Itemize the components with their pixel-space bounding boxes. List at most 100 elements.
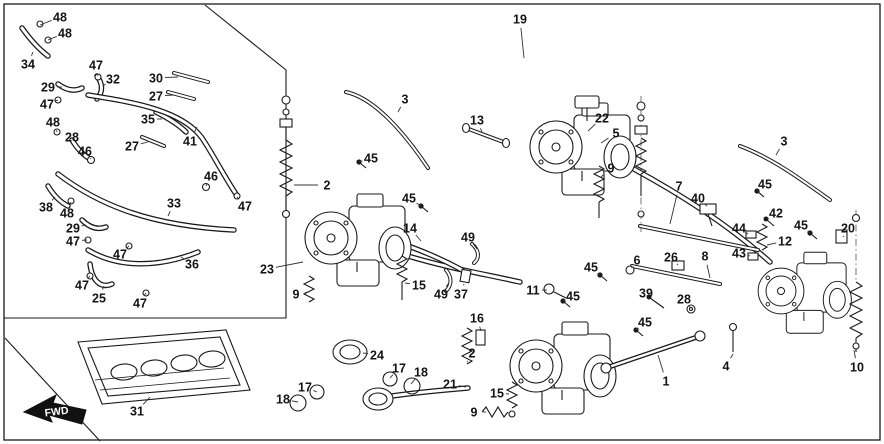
part-20-bracket — [835, 229, 848, 244]
callout-label: 45 — [758, 178, 772, 192]
callout-label: 5 — [613, 127, 620, 141]
callout-17: 17 — [389, 362, 406, 379]
fuel-rail-left — [344, 90, 430, 170]
callout-30: 30 — [149, 72, 179, 86]
callout-24: 24 — [362, 349, 384, 363]
callout-48: 48 — [47, 27, 72, 41]
callout-label: 34 — [21, 58, 35, 72]
callout-33: 33 — [167, 197, 181, 217]
callout-label: 35 — [141, 113, 155, 127]
callout-label: 17 — [298, 381, 312, 395]
callout-leader — [389, 374, 394, 379]
hose-33 — [55, 171, 237, 233]
callout-leader — [746, 232, 749, 235]
callout-leader — [51, 196, 56, 201]
callout-9: 9 — [600, 162, 615, 178]
part-26-bracket — [671, 260, 685, 271]
clamp-18a — [403, 377, 421, 395]
callout-label: 45 — [566, 290, 580, 304]
callout-leader — [102, 83, 106, 87]
callout-leader — [87, 275, 91, 279]
callout-40: 40 — [691, 192, 708, 207]
callout-label: 45 — [402, 192, 416, 206]
callout-1: 1 — [657, 354, 670, 389]
spring-9-left — [302, 275, 316, 303]
callout-11: 11 — [526, 284, 547, 298]
callout-45: 45 — [584, 261, 601, 276]
callout-leader — [587, 123, 596, 132]
callout-leader — [69, 201, 72, 205]
callout-label: 47 — [238, 200, 252, 214]
callout-49: 49 — [434, 283, 449, 302]
part-49-top — [470, 242, 480, 265]
callout-10: 10 — [850, 349, 864, 375]
callout-47: 47 — [236, 196, 252, 214]
callout-45: 45 — [402, 192, 422, 207]
callout-22: 22 — [587, 112, 609, 132]
callout-label: 27 — [125, 140, 139, 154]
spring-stack-641 — [634, 101, 648, 218]
callout-49: 49 — [461, 231, 478, 250]
callout-label: 9 — [293, 288, 300, 302]
callout-label: 48 — [58, 27, 72, 41]
callout-leader — [304, 291, 310, 294]
callout-leader — [730, 353, 734, 359]
needle-15-left — [395, 255, 409, 300]
callout-label: 2 — [324, 179, 331, 193]
callout-leader — [562, 299, 566, 302]
callout-label: 40 — [691, 192, 705, 206]
callout-27: 27 — [149, 90, 175, 104]
hose-27a — [166, 90, 196, 101]
hose-29a — [55, 81, 85, 93]
callout-37: 37 — [454, 283, 468, 302]
spring-stack-left — [278, 95, 294, 219]
callout-label: 47 — [89, 59, 103, 73]
callout-leader — [704, 203, 708, 207]
hose-25 — [87, 261, 115, 288]
callout-leader — [600, 173, 605, 178]
callout-leader — [807, 230, 811, 234]
callout-label: 9 — [471, 406, 478, 420]
callout-leader — [630, 266, 632, 269]
callout-leader — [689, 305, 691, 308]
callout-19: 19 — [513, 13, 527, 59]
callout-leader — [81, 224, 87, 227]
callout-leader — [313, 390, 318, 393]
callout-label: 18 — [414, 366, 428, 380]
callout-label: 18 — [276, 393, 290, 407]
callout-leader — [657, 354, 664, 373]
callout-label: 28 — [677, 293, 691, 307]
callout-leader — [445, 283, 449, 287]
callout-32: 32 — [102, 73, 120, 87]
callout-leader — [766, 242, 777, 246]
hose-27b — [140, 135, 166, 148]
callout-6: 6 — [630, 254, 641, 269]
callout-label: 41 — [183, 135, 197, 149]
callout-label: 47 — [66, 235, 80, 249]
callout-46: 46 — [78, 145, 92, 160]
callout-leader — [126, 245, 130, 249]
clamp-18b — [289, 394, 307, 412]
callout-leader — [676, 263, 679, 266]
callout-label: 23 — [260, 263, 274, 277]
funnel-24 — [332, 339, 368, 365]
callout-31: 31 — [130, 396, 151, 419]
callout-label: 46 — [204, 170, 218, 184]
callout-leader — [55, 99, 59, 102]
callout-45: 45 — [756, 178, 772, 192]
callout-label: 36 — [185, 258, 199, 272]
callout-leader — [747, 254, 751, 257]
hose-41 — [85, 92, 239, 197]
callout-label: 20 — [841, 222, 855, 236]
callout-leader — [480, 128, 483, 133]
callout-leader — [275, 261, 304, 268]
callout-label: 48 — [46, 116, 60, 130]
callout-label: 43 — [732, 247, 746, 261]
spring-9-bottom — [481, 405, 509, 419]
inset-boundary — [4, 4, 287, 319]
callout-label: 32 — [106, 73, 120, 87]
callout-label: 48 — [53, 11, 67, 25]
part-28-washer — [686, 304, 696, 314]
callout-label: 47 — [113, 248, 127, 262]
